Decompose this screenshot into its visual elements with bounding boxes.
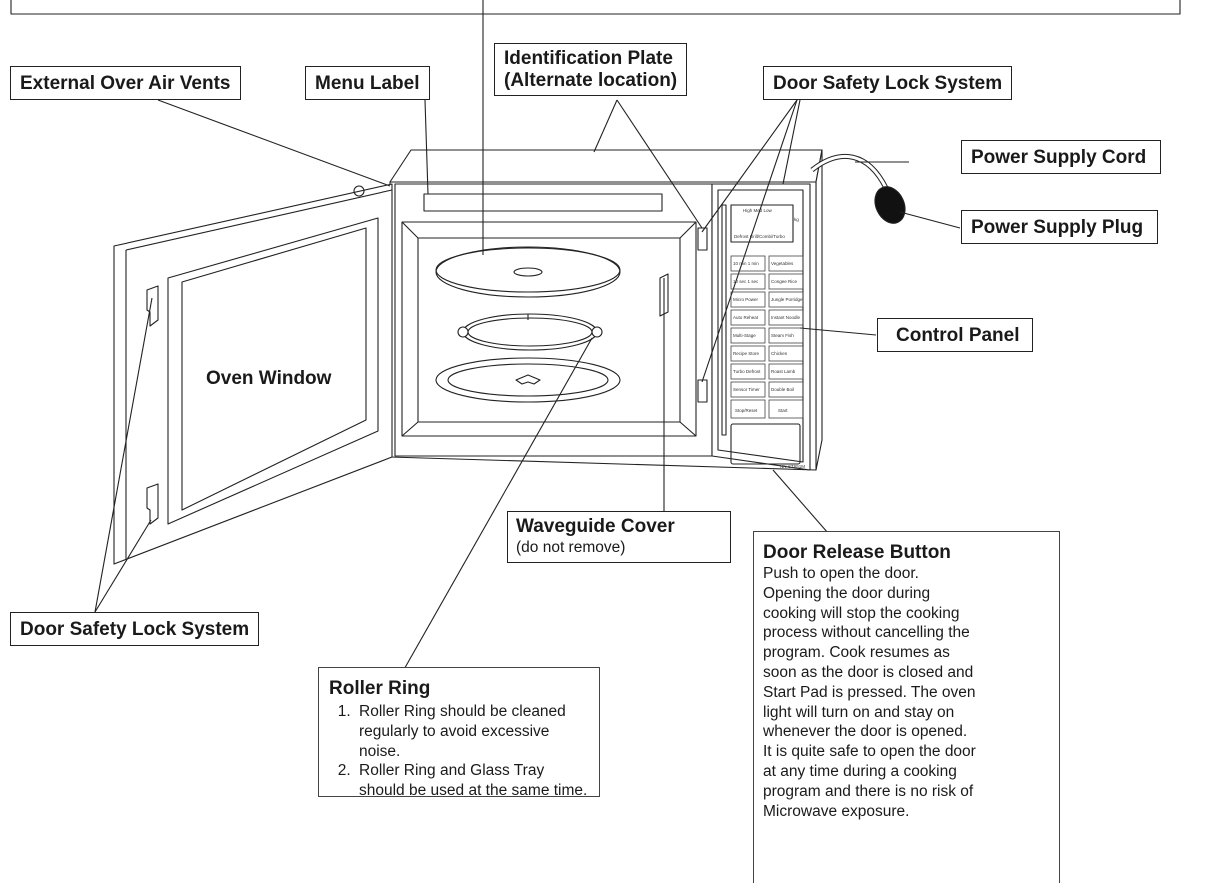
key-3-left[interactable]: Micro Power xyxy=(733,297,759,302)
key-6-right[interactable]: Chicken xyxy=(771,351,788,356)
roller-ring-list: Roller Ring should be cleaned regularly … xyxy=(329,702,593,801)
control-panel-frame xyxy=(711,183,811,471)
roller-ring-item: Roller Ring and Glass Tray should be use… xyxy=(355,761,593,801)
waveguide-note: (do not remove) xyxy=(516,539,626,556)
waveguide-title: Waveguide Cover xyxy=(516,516,675,537)
door-release-line: Start Pad is pressed. The oven xyxy=(763,683,976,701)
panel-model-code: NN-ST651M xyxy=(780,464,805,469)
label-oven-window: Oven Window xyxy=(206,368,332,389)
panel-display-side: kg xyxy=(794,217,799,222)
waveguide-cover xyxy=(659,273,669,317)
roller-ring-item: Roller Ring should be cleaned regularly … xyxy=(355,702,593,761)
door-release-line: Microwave exposure. xyxy=(763,802,910,820)
key-1-right[interactable]: Vegetables xyxy=(771,261,794,266)
roller-ring-title: Roller Ring xyxy=(329,678,431,699)
label-door-lock-top: Door Safety Lock System xyxy=(763,66,1013,100)
door-hinge-knob xyxy=(353,185,365,197)
door-release-line: at any time during a cooking xyxy=(763,762,957,780)
door-release-line: program and there is no risk of xyxy=(763,782,974,800)
label-id-plate-line1: Identification Plate xyxy=(504,48,673,69)
label-power-cord: Power Supply Cord xyxy=(961,140,1162,174)
door-release-note: Door Release Button Push to open the doo… xyxy=(753,531,1060,883)
key-7-left[interactable]: Turbo Defrost xyxy=(733,369,761,374)
door-release-line: program. Cook resumes as xyxy=(763,644,950,662)
door-release-line: process without cancelling the xyxy=(763,624,970,642)
key-3-right[interactable]: Jungle Porridge xyxy=(771,297,803,302)
key-2-left[interactable]: 10 sec 1 sec xyxy=(733,279,759,284)
panel-display-levels: High Med Low xyxy=(743,208,773,213)
key-6-left[interactable]: Recipe Store xyxy=(733,351,760,356)
label-door-lock-bottom: Door Safety Lock System xyxy=(10,612,260,646)
door-release-line: whenever the door is opened. xyxy=(763,723,968,741)
key-8-left[interactable]: Sensor Timer xyxy=(733,387,760,392)
door-release-line: It is quite safe to open the door xyxy=(763,743,976,761)
roller-ring xyxy=(462,313,598,351)
door-interlock-top xyxy=(697,227,708,251)
label-waveguide-cover: Waveguide Cover (do not remove) xyxy=(507,511,731,563)
stop-reset-key[interactable]: Stop/Reset xyxy=(735,408,758,413)
key-8-right[interactable]: Double Boil xyxy=(771,387,794,392)
menu-label-strip xyxy=(423,193,663,212)
oven-door xyxy=(113,183,393,565)
turntable-coupler xyxy=(515,374,541,385)
key-2-right[interactable]: Congee Rice xyxy=(771,279,798,284)
door-release-line: Push to open the door. xyxy=(763,565,919,582)
door-release-line: light will turn on and stay on xyxy=(763,703,955,721)
label-id-plate-line2: (Alternate location) xyxy=(504,70,678,91)
key-4-right[interactable]: Instant Noodle xyxy=(771,315,801,320)
door-release-line: soon as the door is closed and xyxy=(763,663,974,681)
top-caption-box xyxy=(10,0,1181,15)
key-5-right[interactable]: Steam Fish xyxy=(771,333,794,338)
label-control-panel: Control Panel xyxy=(877,318,1033,352)
key-7-right[interactable]: Roast Lamb xyxy=(771,369,796,374)
panel-display-bottom: Defrost Grill/Combi/Turbo xyxy=(734,234,785,239)
turntable-base xyxy=(435,357,621,403)
oven-right-side xyxy=(815,149,823,471)
door-release-button xyxy=(730,423,801,465)
start-key[interactable]: Start xyxy=(778,408,788,413)
door-release-line: Opening the door during xyxy=(763,584,931,602)
door-release-line: cooking will stop the cooking xyxy=(763,604,960,622)
door-latch-top xyxy=(146,285,159,327)
key-5-left[interactable]: Multi-Stage xyxy=(733,333,756,338)
oven-window-frame xyxy=(167,217,379,525)
key-1-left[interactable]: 10 min 1 min xyxy=(733,261,759,266)
label-identification-plate: Identification Plate (Alternate location… xyxy=(494,43,688,96)
key-4-left[interactable]: Auto Reheat xyxy=(733,315,759,320)
power-plug xyxy=(874,186,906,224)
label-menu-label: Menu Label xyxy=(305,66,430,100)
door-latch-bottom xyxy=(146,483,159,525)
roller-ring-note: Roller Ring Roller Ring should be cleane… xyxy=(318,667,600,799)
label-external-vents: External Over Air Vents xyxy=(10,66,241,100)
door-release-title: Door Release Button xyxy=(763,542,951,563)
label-power-plug: Power Supply Plug xyxy=(961,210,1159,244)
